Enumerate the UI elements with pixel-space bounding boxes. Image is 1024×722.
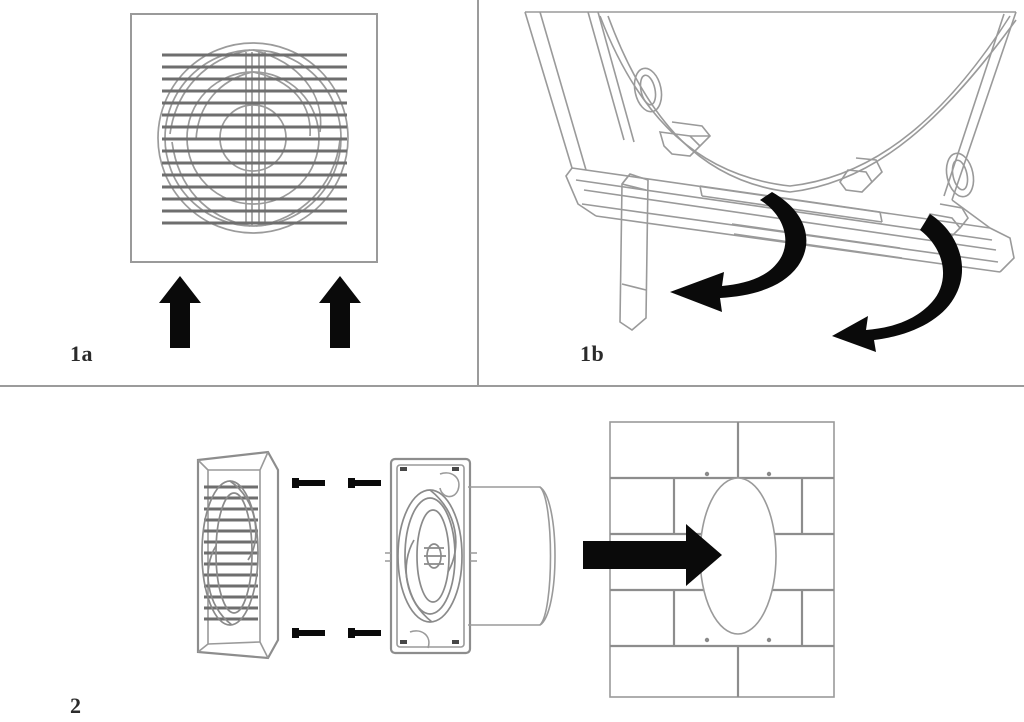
wall-insertion-arrow — [583, 524, 722, 586]
release-arrow-right — [832, 214, 963, 352]
mounting-screw-top-right — [348, 478, 381, 488]
airflow-arrow-right — [319, 276, 361, 348]
panel-label-1b: 1b — [580, 341, 605, 366]
grille-cover-side-view — [196, 450, 280, 660]
hinge-strut — [619, 173, 649, 332]
mounting-screw-top-left — [292, 478, 325, 488]
duct-spigot — [468, 486, 556, 626]
panel-1b-group — [524, 11, 1017, 352]
airflow-arrow-left — [159, 276, 201, 348]
vertical-divider — [477, 0, 479, 386]
panel-label-2: 2 — [70, 693, 82, 718]
panel-2-group — [196, 421, 835, 698]
louvre-slats — [162, 53, 347, 225]
fan-body-housing — [385, 457, 477, 655]
rail-slot-detail — [699, 185, 903, 259]
mounting-screws — [292, 478, 381, 638]
mounting-screw-bottom-left — [292, 628, 325, 638]
panel-1a-group — [130, 13, 378, 348]
screw-eyelets — [633, 67, 975, 198]
cover-release-arrows — [670, 192, 963, 352]
cover-impeller-outline — [201, 480, 259, 626]
mounting-screw-bottom-right — [348, 628, 381, 638]
horizontal-divider — [0, 385, 1024, 387]
brick-wall-section — [609, 421, 835, 698]
release-arrow-left — [670, 192, 807, 312]
airflow-arrows — [159, 276, 361, 348]
panel-label-1a: 1a — [70, 341, 93, 366]
